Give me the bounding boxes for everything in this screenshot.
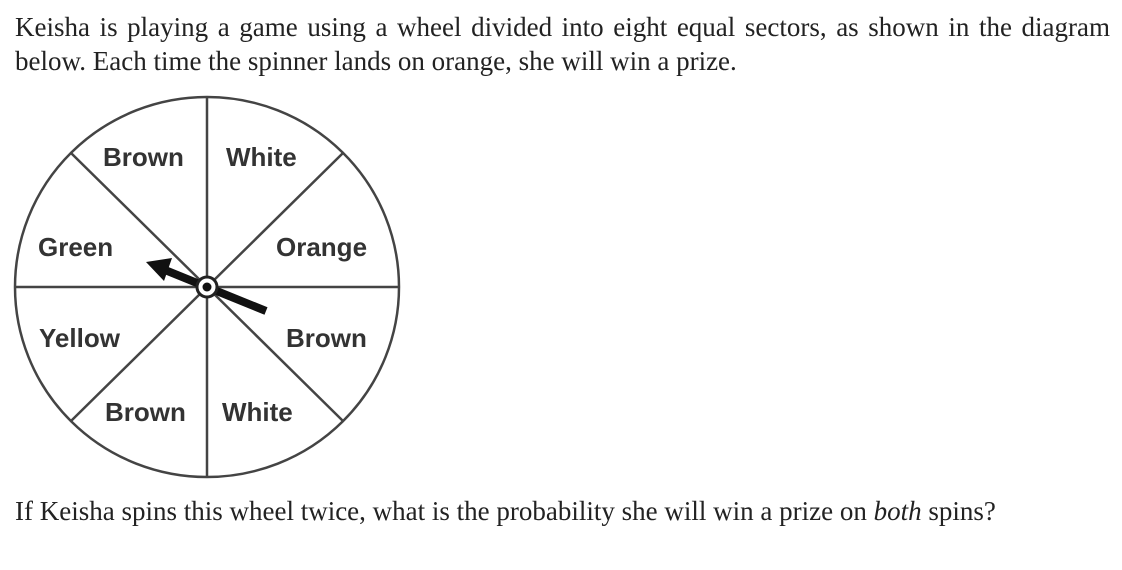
sector-label: White — [226, 142, 297, 172]
question-intro: Keisha is playing a game using a wheel d… — [15, 12, 1110, 76]
sector-label: Orange — [276, 232, 367, 262]
question-prompt: If Keisha spins this wheel twice, what i… — [15, 494, 1110, 528]
prompt-text: If Keisha spins this wheel twice, what i… — [15, 496, 874, 526]
sector-label: Brown — [103, 142, 184, 172]
sector-label: Yellow — [39, 323, 121, 353]
prompt-emphasis: both — [873, 496, 922, 526]
prompt-text-end: spins? — [921, 496, 996, 526]
spinner-arrow — [146, 258, 268, 315]
sector-label: Brown — [286, 323, 367, 353]
sector-label: Green — [38, 232, 113, 262]
sector-label: White — [222, 397, 293, 427]
sector-label: Brown — [105, 397, 186, 427]
